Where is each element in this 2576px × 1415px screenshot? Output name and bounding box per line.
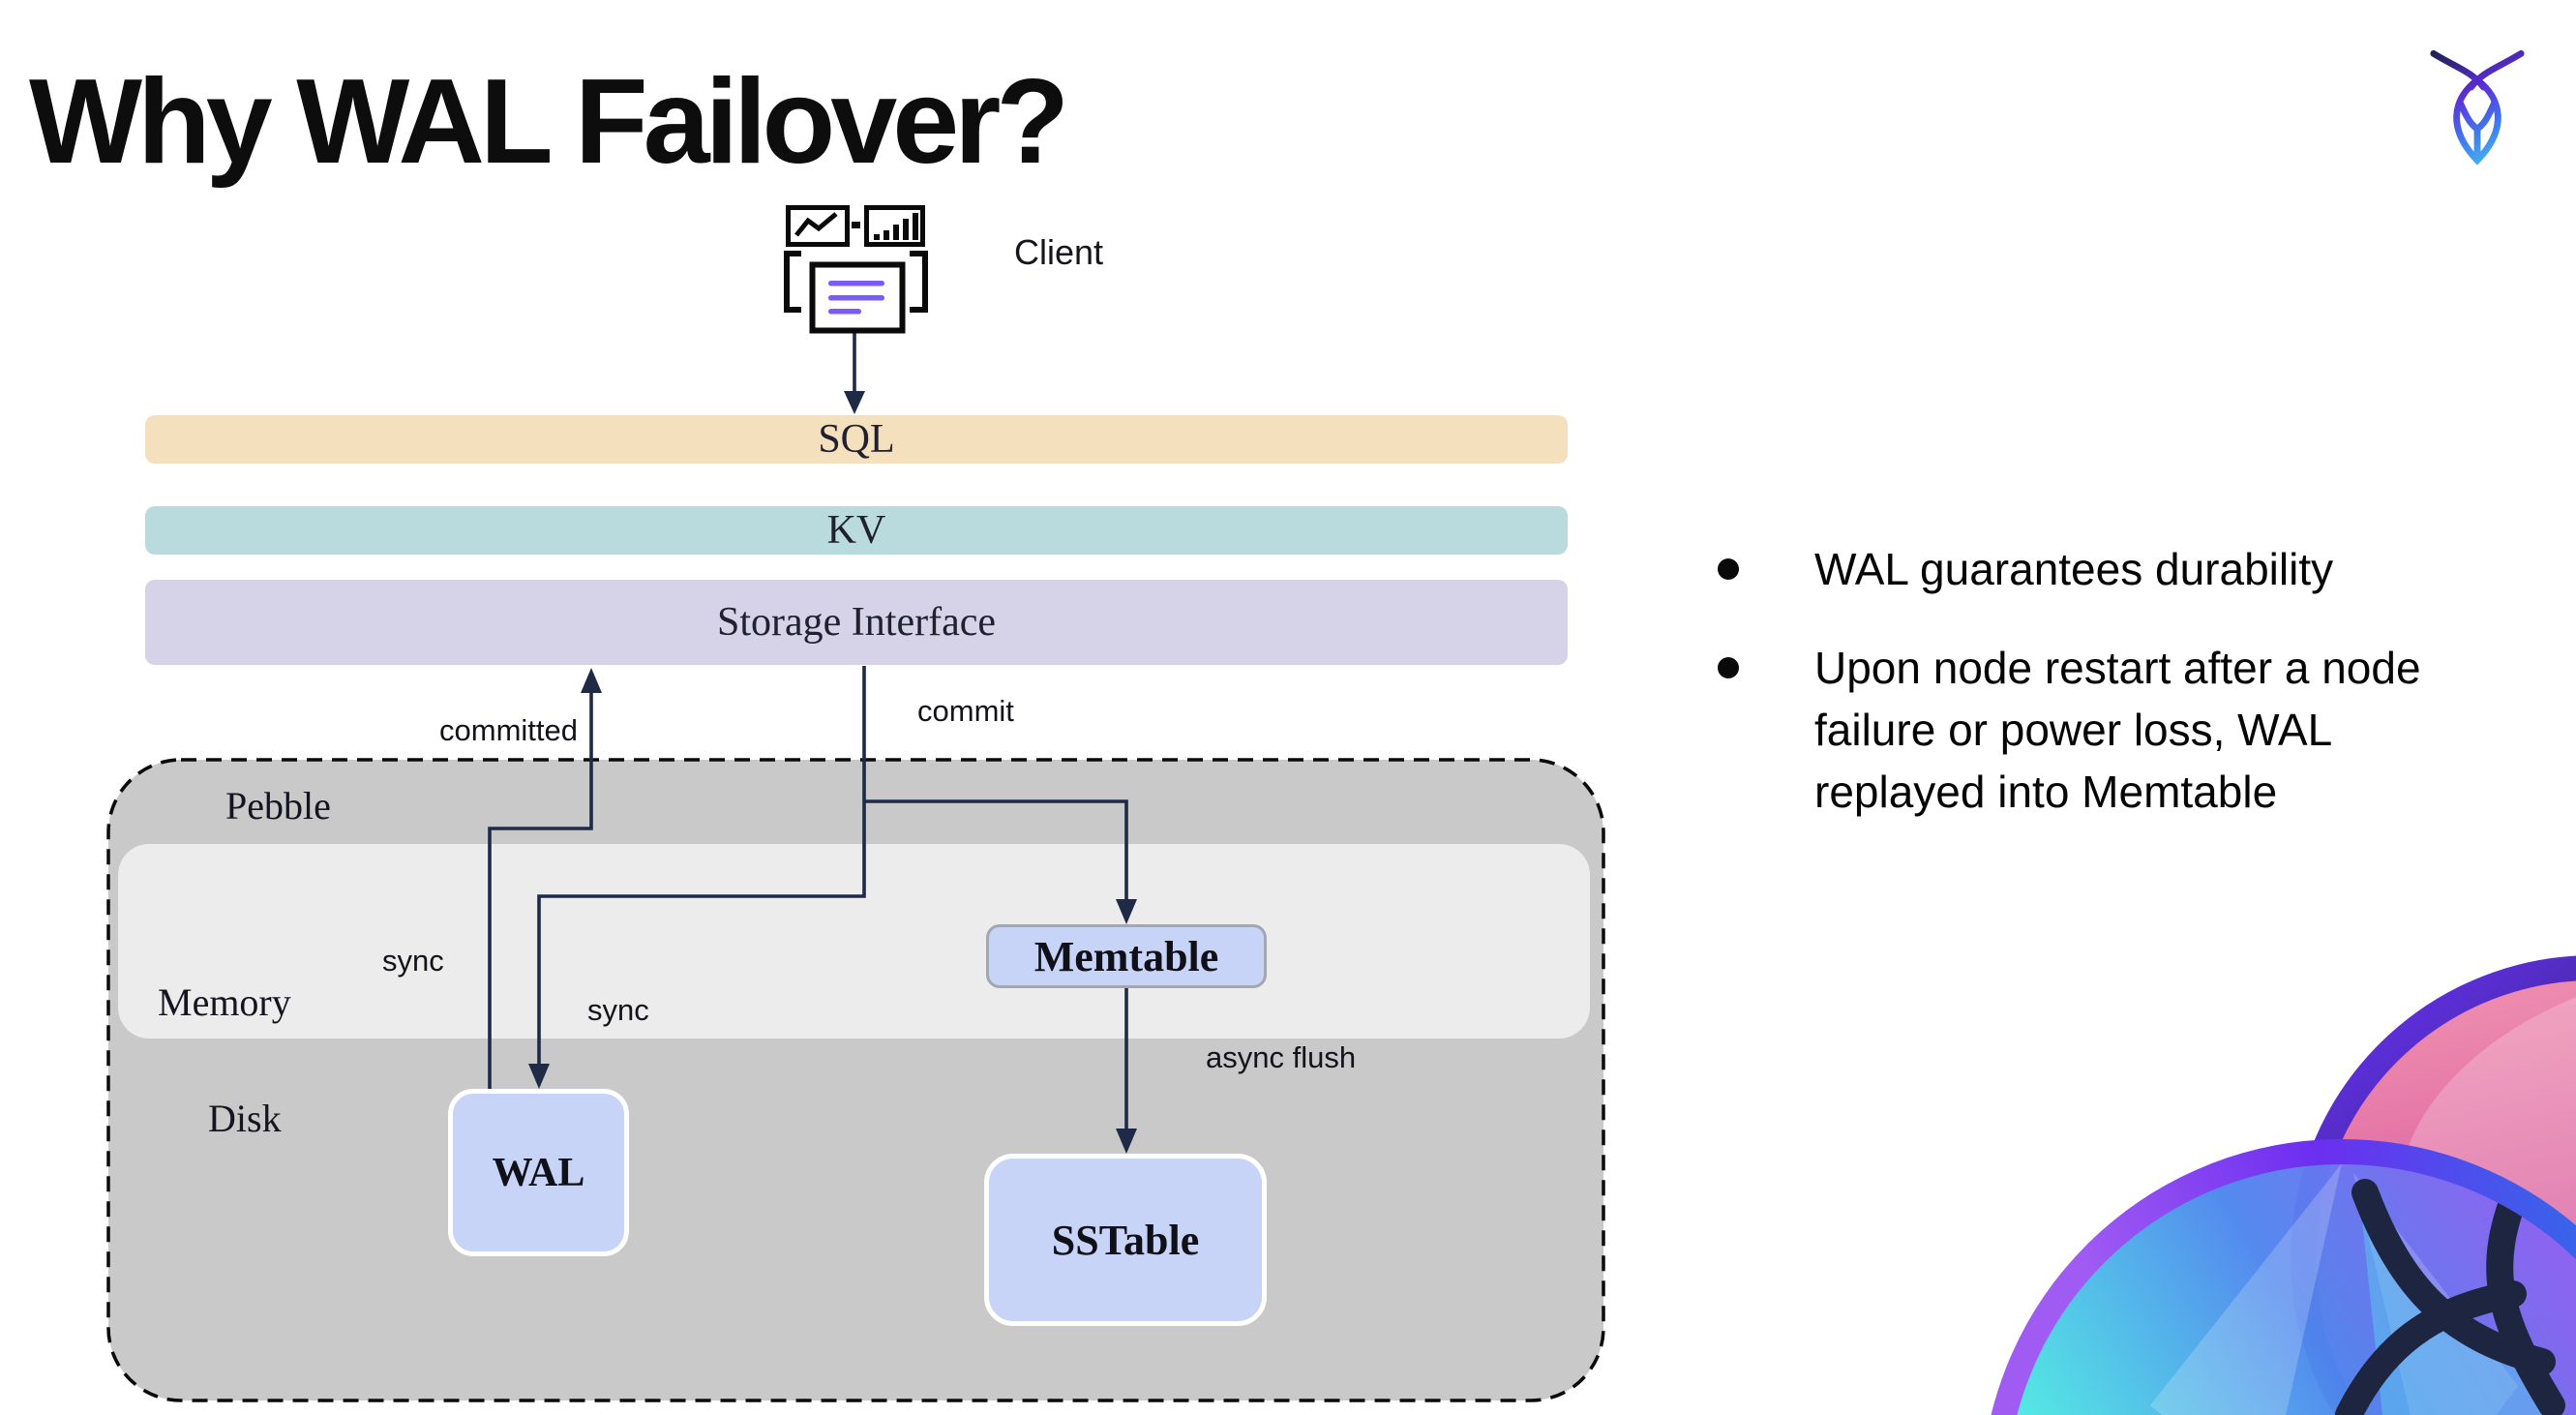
dash-connector: [852, 222, 860, 228]
bracket-right: [910, 251, 928, 313]
arrowhead-committed: [581, 668, 602, 693]
pebble-container: [106, 758, 1605, 1402]
layer-bar-kv: KV: [145, 506, 1568, 555]
cockroachdb-logo-icon: [2430, 49, 2525, 166]
edge-label-async-flush: async flush: [1206, 1040, 1357, 1074]
wal-box: WAL: [448, 1089, 629, 1256]
wal-box-label: WAL: [492, 1150, 585, 1195]
arrowhead-commit-memtable: [1116, 899, 1137, 924]
bullet-dot: [1718, 558, 1739, 580]
arrow-commit-to-memtable: [864, 799, 1128, 900]
memtable-box-label: Memtable: [1033, 932, 1219, 980]
bullet-item: Upon node restart after a node failure o…: [1684, 637, 2487, 823]
sstable-box: SSTable: [984, 1154, 1267, 1326]
memtable-box: Memtable: [986, 924, 1267, 988]
line-chart-icon: [786, 205, 850, 247]
disk-label: Disk: [208, 1097, 282, 1140]
arrow-committed-up: [488, 693, 593, 1089]
edge-label-commit: commit: [917, 694, 1014, 728]
edge-label-committed: committed: [439, 713, 578, 747]
bullet-text: WAL guarantees durability: [1814, 544, 2334, 594]
bracket-left: [784, 251, 801, 313]
cockroach-orbs-artwork: [1991, 955, 2576, 1415]
arrowhead-memtable-sstable: [1116, 1129, 1137, 1154]
arrowhead-commit-wal: [528, 1064, 550, 1089]
bullet-dot: [1718, 657, 1739, 678]
client-icon: [784, 205, 928, 334]
page-title: Why WAL Failover?: [29, 55, 1069, 189]
document-icon: [809, 261, 906, 334]
bullet-text: Upon node restart after a node failure o…: [1814, 643, 2421, 817]
layer-bar-storage: Storage Interface: [145, 580, 1568, 665]
bullet-list: WAL guarantees durability Upon node rest…: [1684, 538, 2487, 859]
bar-chart-icon: [864, 205, 925, 247]
client-label: Client: [1014, 232, 1104, 272]
arrowhead-client-sql: [844, 391, 865, 414]
edge-label-sync-left: sync: [382, 944, 444, 978]
pebble-label: Pebble: [225, 784, 331, 828]
memory-label: Memory: [158, 980, 291, 1024]
layer-bar-sql-label: SQL: [818, 417, 895, 462]
sstable-box-label: SSTable: [1051, 1216, 1200, 1264]
bullet-item: WAL guarantees durability: [1684, 538, 2487, 600]
edge-label-sync-right: sync: [587, 993, 649, 1027]
memory-band: [118, 844, 1590, 1039]
layer-bar-kv-label: KV: [826, 508, 886, 553]
layer-bar-storage-label: Storage Interface: [717, 600, 996, 645]
layer-bar-sql: SQL: [145, 415, 1568, 464]
